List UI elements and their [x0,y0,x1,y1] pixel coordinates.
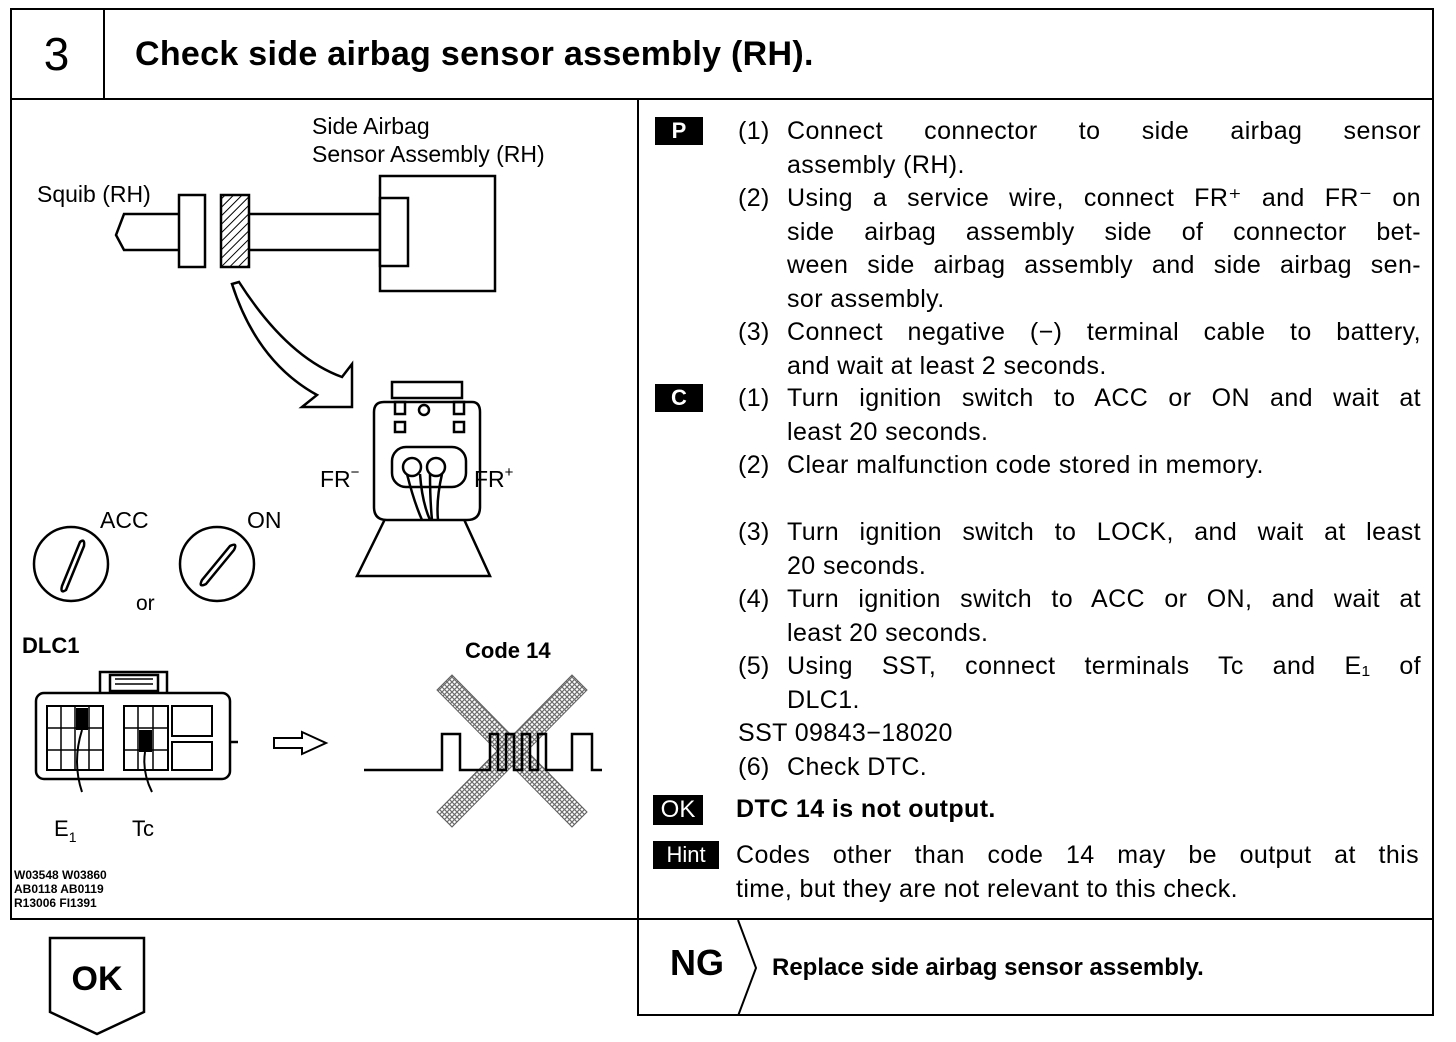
ok-result: DTC 14 is not output. [736,795,996,823]
tag-ok: OK [653,795,703,825]
ok-next-label: OK [71,960,123,998]
squib-label: Squib (RH) [37,181,151,207]
ng-chevron [737,920,758,1016]
header-divider [103,8,105,100]
step-number: 3 [43,28,70,80]
or-label: or [136,592,155,615]
sst-jumper [76,729,153,793]
dlc1-label: DLC1 [22,633,79,658]
ng-result-box [637,918,1434,1016]
code-cross [436,674,588,828]
ng-label: NG [670,942,724,983]
p-steps: (1) Connect connector to side airbag sen… [738,115,1423,383]
dlc1-pin-tc [139,730,152,752]
c-step-6: (6) Check DTC. [738,752,928,781]
dlc1-connector [34,670,238,781]
tag-hint: Hint [653,841,719,869]
pointer-arrow [230,280,354,409]
code-14-waveform [364,732,602,772]
c-step-2: (2) Clear malfunction code stored in mem… [738,451,1264,479]
figure-ref-line2: AB0118 AB0119 [14,882,104,896]
c-step-4: (4) Turn ignition switch to ACC or ON, a… [738,585,1421,647]
acc-label: ACC [100,507,149,533]
fr-minus-label: FR− [320,464,360,492]
p-step-2: (2) Using a service wire, connect FR⁺ an… [738,184,1421,313]
connector-detail [354,380,492,578]
hollow-arrow-icon [273,730,329,756]
tc-label: Tc [132,816,154,841]
ok-next-step-icon [48,936,146,1036]
on-label: ON [247,507,282,533]
fr-plus-label: FR+ [474,464,514,492]
e1-label: E1 [54,816,77,845]
p-step-1: (1) Connect connector to side airbag sen… [738,117,1421,179]
c-step-5: (5) Using SST, connect terminals Tc and … [738,652,1421,714]
sensor-label-line1: Side Airbag [312,113,430,139]
code-14-label: Code 14 [465,638,551,663]
key-switch-acc-icon [32,525,110,603]
tag-c: C [655,384,703,412]
p-step-3: (3) Connect negative (−) terminal cable … [738,318,1421,380]
c-step-1: (1) Turn ignition switch to ACC or ON an… [738,384,1421,446]
figure-ref-line3: R13006 FI1391 [14,896,97,910]
squib-connector [114,174,497,293]
c-steps: (1) Turn ignition switch to ACC or ON an… [738,382,1423,784]
figure-ref-line1: W03548 W03860 [14,868,107,882]
step-title: Check side airbag sensor assembly (RH). [135,34,814,73]
step-header [10,8,1434,100]
key-switch-on-icon [178,525,256,603]
hint-text: Codes other than code 14 may be output a… [736,841,1419,903]
c-step-3: (3) Turn ignition switch to LOCK, and wa… [738,518,1421,580]
body-divider [637,100,639,920]
tag-p: P [655,117,703,145]
ng-action: Replace side airbag sensor assembly. [772,954,1204,981]
wiring-figure: Side Airbag Sensor Assembly (RH) Squib (… [14,113,602,910]
sensor-label-line2: Sensor Assembly (RH) [312,141,545,167]
dlc1-pin-e1 [76,708,88,730]
sst-number: SST 09843−18020 [738,719,953,747]
